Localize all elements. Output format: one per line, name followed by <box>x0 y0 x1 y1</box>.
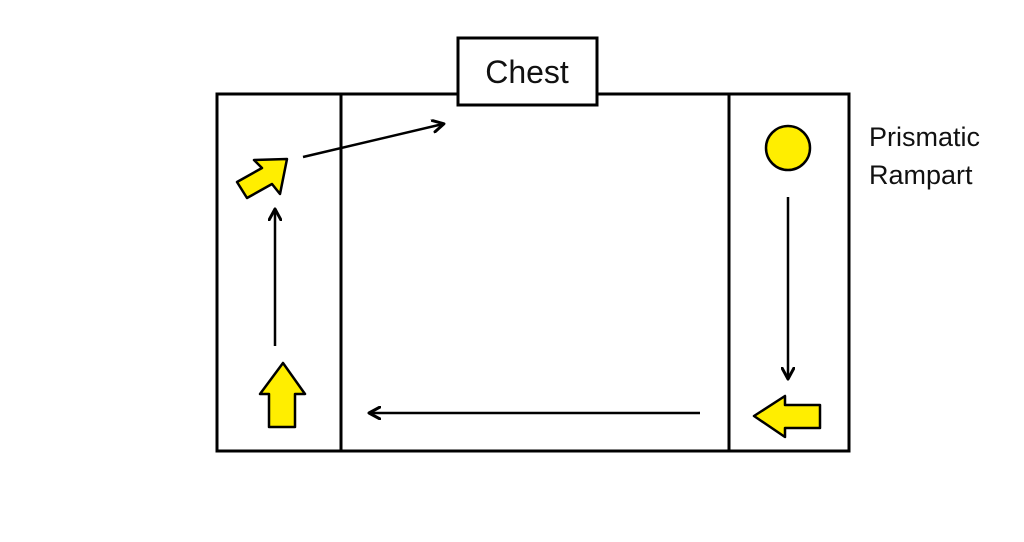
room-outer-wall <box>215 92 851 453</box>
prismatic-rampart-line-2: Rampart <box>869 160 973 190</box>
chest-label: Chest <box>485 54 569 90</box>
yellow-up-arrow-icon <box>258 361 307 429</box>
chest: Chest <box>456 36 599 107</box>
yellow-diagonal-arrow-icon <box>235 157 289 200</box>
yellow-circle-icon <box>764 124 812 172</box>
yellow-left-arrow-icon <box>752 394 822 439</box>
prismatic-rampart-label: Prismatic Rampart <box>869 122 980 190</box>
prismatic-rampart-line-1: Prismatic <box>869 122 980 152</box>
chest-box <box>456 36 599 107</box>
to-chest-path-arrow <box>302 124 443 159</box>
